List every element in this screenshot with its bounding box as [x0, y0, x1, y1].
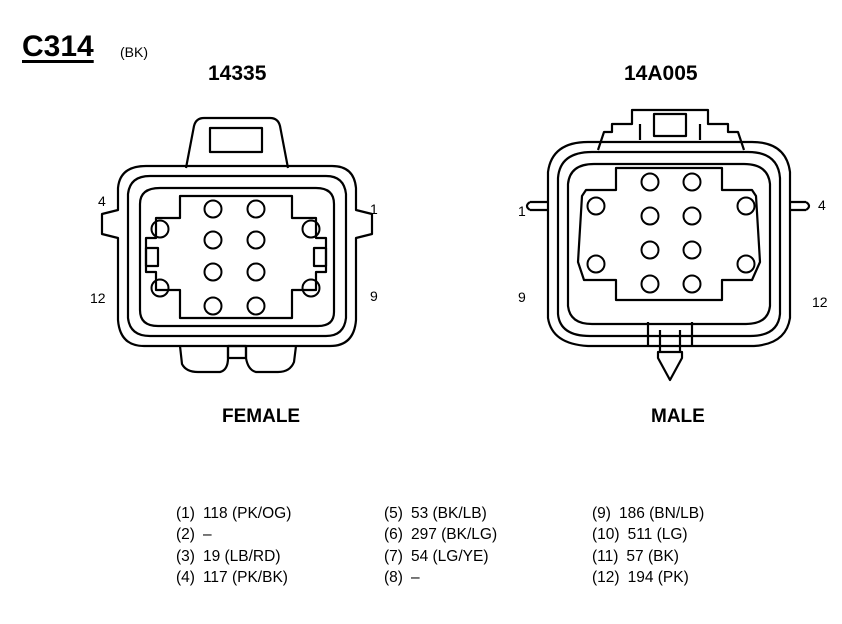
pin-number: (8): [384, 569, 403, 586]
connector-color: (BK): [120, 44, 148, 60]
connector-id: C314: [22, 30, 94, 63]
pin-number: (2): [176, 526, 195, 543]
male-label: MALE: [651, 406, 705, 427]
pinout-row-7: (7) 54 (LG/YE): [384, 548, 488, 566]
pinout-row-4: (4) 117 (PK/BK): [176, 569, 288, 587]
pin-number: (7): [384, 548, 403, 565]
pin-value: 54 (LG/YE): [410, 548, 489, 565]
pinout-row-6: (6) 297 (BK/LG): [384, 526, 497, 544]
left-label-bottom-left: 12: [90, 290, 106, 306]
pin-value: 57 (BK): [626, 548, 679, 565]
pin-number: (5): [384, 505, 403, 522]
pinout-row-8: (8)–: [384, 569, 420, 587]
pin-number: (6): [384, 526, 403, 543]
pinout-row-5: (5) 53 (BK/LB): [384, 505, 487, 523]
pin-value: 53 (BK/LB): [410, 505, 487, 522]
female-connector-face: [100, 116, 374, 374]
pin-number: (3): [176, 548, 195, 565]
right-label-bottom-right: 12: [812, 294, 828, 310]
pinout-row-2: (2)–: [176, 526, 212, 544]
pin-value: –: [202, 526, 212, 543]
pin-value: 511 (LG): [627, 526, 688, 543]
left-label-top-right: 1: [370, 201, 378, 217]
pinout-row-10: (10) 511 (LG): [592, 526, 688, 544]
pin-value: 19 (LB/RD): [202, 548, 281, 565]
pin-value: –: [410, 569, 420, 586]
pin-number: (11): [592, 548, 619, 565]
right-label-top-left: 1: [518, 203, 526, 219]
pinout-row-1: (1) 118 (PK/OG): [176, 505, 291, 523]
male-connector-face: [525, 108, 811, 382]
left-part-number: 14335: [208, 62, 267, 85]
pinout-row-12: (12) 194 (PK): [592, 569, 689, 587]
female-label: FEMALE: [222, 406, 301, 427]
pin-number: (4): [176, 569, 195, 586]
right-label-top-right: 4: [818, 197, 826, 213]
pin-number: (12): [592, 569, 620, 586]
right-label-bottom-left: 9: [518, 289, 526, 305]
pinout-row-9: (9) 186 (BN/LB): [592, 505, 704, 523]
pin-value: 186 (BN/LB): [618, 505, 705, 522]
pin-number: (9): [592, 505, 611, 522]
pin-value: 297 (BK/LG): [410, 526, 498, 543]
pin-number: (1): [176, 505, 195, 522]
pin-value: 118 (PK/OG): [202, 505, 292, 522]
left-label-bottom-right: 9: [370, 288, 378, 304]
pinout-row-3: (3) 19 (LB/RD): [176, 548, 280, 566]
pin-number: (10): [592, 526, 620, 543]
right-part-number: 14A005: [624, 62, 698, 85]
left-label-top-left: 4: [98, 193, 106, 209]
pin-value: 194 (PK): [627, 569, 689, 586]
pinout-row-11: (11) 57 (BK): [592, 548, 679, 566]
pin-value: 117 (PK/BK): [202, 569, 288, 586]
